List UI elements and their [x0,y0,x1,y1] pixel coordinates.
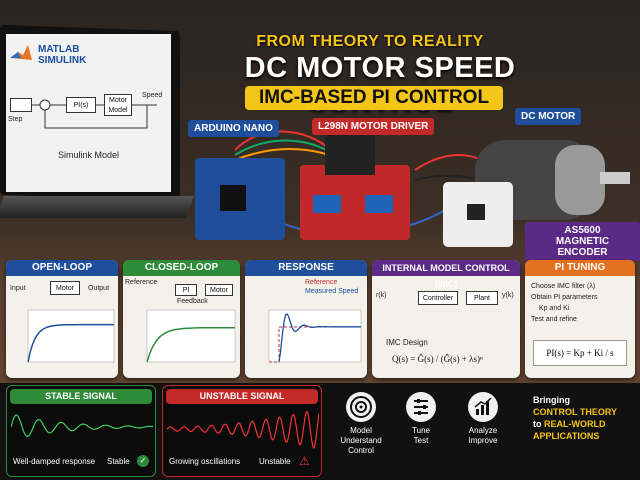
sliders-icon [406,392,436,422]
ol-output-label: Output [88,285,110,292]
cta-line4: REAL-WORLD [544,419,606,429]
pi-step: Obtain PI parameters [531,294,598,301]
panel-open-loop: OPEN-LOOP Input Motor Output [6,260,118,378]
label-dc-motor: DC MOTOR [515,108,582,125]
matlab-logo-icon [10,45,32,60]
imc-plant-block: Plant [466,291,498,305]
step-label-analyze: Analyze Improve [468,426,498,445]
unstable-status: Unstable [259,457,291,466]
response-plot [268,309,362,363]
imc-r-label: r(k) [376,292,387,299]
step-label-model: Model Understand Control [340,426,382,455]
imc-y-label: y(k) [502,292,514,299]
stable-wave [11,414,153,438]
stable-signal-box: STABLE SIGNAL Well-damped response Stabl… [6,385,156,477]
encoder-line1: AS5600 [564,225,601,236]
logo-line1: MATLAB [38,44,80,55]
legend-measured: Measured Speed [305,288,359,295]
stable-status: Stable [107,457,130,466]
logo-line2: SIMULINK [38,55,87,66]
step-block [10,98,32,112]
cta-line5: APPLICATIONS [533,431,600,441]
pi-block: PI(s) [66,97,96,113]
panel-closed-loop: CLOSED-LOOP Reference PI Motor Feedback [123,260,240,378]
label-arduino-nano: ARDUINO NANO [188,120,279,137]
cta-line3: to [533,419,542,429]
title-line1: FROM THEORY TO REALITY [256,33,484,50]
legend-reference: Reference [305,279,338,286]
step-label: Step [8,116,23,123]
cta-line2: CONTROL THEORY [533,407,618,417]
cta-text: Bringing CONTROL THEORY to REAL-WORLD AP… [533,394,637,442]
simulink-caption: Simulink Model [58,150,120,160]
panel-imc: INTERNAL MODEL CONTROL (IMC) r(k) Contro… [372,260,520,378]
pi-steps: Choose IMC filter (λ) Obtain PI paramete… [531,281,598,325]
panel-title-open-loop: OPEN-LOOP [6,260,118,276]
panel-title-pi-tuning: PI TUNING [525,260,635,276]
imc-controller-block: Controller [418,291,458,305]
target-icon [346,392,376,422]
check-icon: ✓ [137,455,149,467]
panel-response: RESPONSE Reference Measured Speed [245,260,367,378]
label-encoder: AS5600 MAGNETIC ENCODER [525,222,640,261]
stable-title: STABLE SIGNAL [10,389,152,404]
warning-icon: ⚠ [299,454,310,468]
hardware-illustration [195,130,630,247]
imc-design-label: IMC Design [386,338,428,347]
pi-step: Choose IMC filter (λ) [531,283,596,290]
cta-line1: Bringing [533,395,570,405]
cl-reference-label: Reference [125,279,158,286]
title-subtitle: IMC-BASED PI CONTROL [245,86,503,110]
laptop-keyboard [0,196,195,218]
pi-formula: PI(s) = Kp + Ki / s [533,340,627,366]
unstable-signal-box: UNSTABLE SIGNAL Growing oscillations Uns… [162,385,322,477]
chart-icon [468,392,498,422]
ol-motor-block: Motor [50,281,80,295]
imc-formula: Q(s) = Ĝ(s) / (Ĝ(s) + λs)ⁿ [392,354,483,364]
panel-title-imc: INTERNAL MODEL CONTROL (IMC) [372,260,520,289]
panel-pi-tuning: PI TUNING Choose IMC filter (λ) Obtain P… [525,260,635,378]
pi-step: Kp and Ki [539,305,570,312]
speed-label: Speed [142,92,163,99]
panel-title-response: RESPONSE [245,260,367,276]
encoder-line2: MAGNETIC ENCODER [555,236,610,258]
unstable-wave [167,410,319,449]
unstable-title: UNSTABLE SIGNAL [166,389,318,404]
pi-step: Test and refine [531,316,577,323]
cl-motor-block: Motor [205,284,233,296]
panel-title-closed-loop: CLOSED-LOOP [123,260,240,276]
motor-model-block: Motor Model [104,94,132,116]
stable-caption: Well-damped response [13,457,96,466]
cta-line34: to REAL-WORLD [533,418,637,430]
simulink-wires [32,99,157,129]
cl-plot [146,309,236,363]
matlab-logo-text: MATLAB SIMULINK [38,44,86,66]
step-label-tune: Tune Test [412,426,430,445]
simulink-window [6,34,171,192]
ol-input-label: Input [10,285,26,292]
cl-feedback-label: Feedback [177,298,208,305]
unstable-caption: Growing oscillations [169,457,241,466]
label-l298n: L298N MOTOR DRIVER [312,118,435,135]
cl-pi-block: PI [175,284,197,296]
ol-plot [27,309,115,363]
